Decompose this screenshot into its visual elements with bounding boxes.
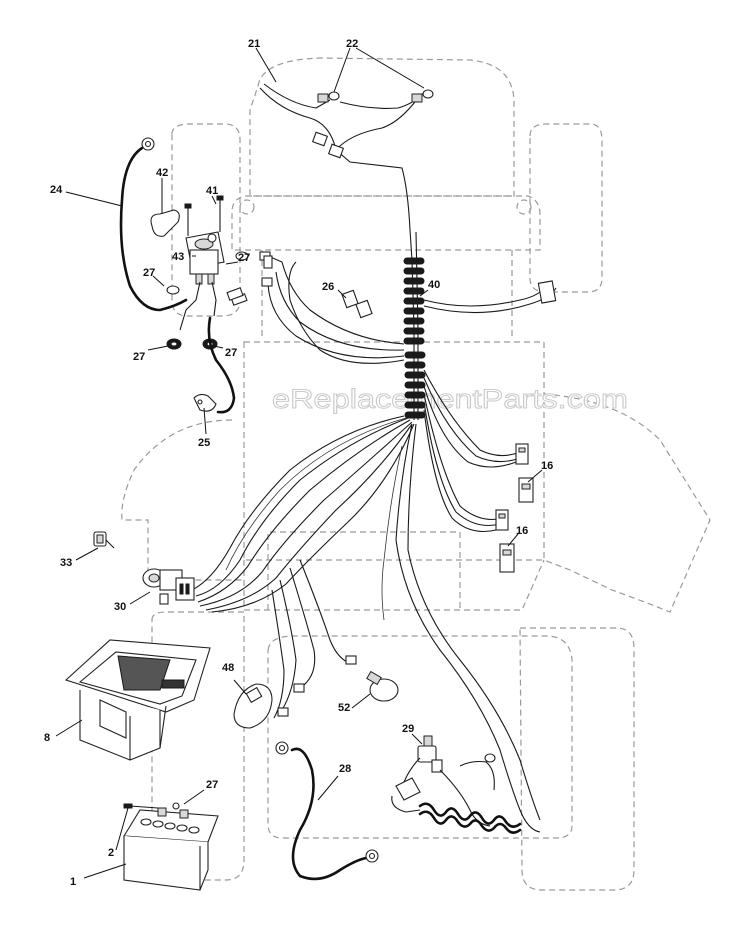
callout-2: 2 [108, 847, 114, 859]
solenoid-boot-42 [150, 209, 180, 237]
callout-27-c: 27 [133, 351, 145, 363]
headlight-bulb-right-lens [422, 89, 434, 99]
callout-27-e: 27 [206, 779, 218, 791]
connector-26 [341, 289, 373, 319]
callout-1: 1 [70, 876, 76, 888]
harness-wrap [403, 257, 426, 419]
headlight-harness [259, 83, 434, 231]
callout-29: 29 [402, 723, 414, 735]
ignition-switch [142, 568, 195, 605]
headlight-bulb-right [411, 93, 423, 103]
callout-27-b: 27 [143, 267, 155, 279]
connector-16-upper [515, 443, 534, 503]
callout-8: 8 [44, 732, 50, 744]
main-harness [191, 229, 557, 833]
headlight-bulb-left-lens [328, 91, 340, 101]
callout-41: 41 [206, 185, 218, 197]
callout-48: 48 [222, 662, 234, 674]
callout-24: 24 [50, 184, 63, 196]
callout-52: 52 [338, 702, 350, 714]
seat-switch-harness [391, 735, 522, 834]
callout-16-upper: 16 [541, 460, 553, 472]
callout-21: 21 [248, 38, 260, 50]
battery [123, 802, 219, 891]
connector-a [345, 655, 357, 665]
cable-25 [193, 316, 236, 414]
callout-42: 42 [156, 167, 168, 179]
callout-28: 28 [339, 763, 351, 775]
connector-b [293, 683, 305, 693]
headlight-connector-a [311, 131, 329, 147]
harness-terminal-b [261, 277, 273, 287]
coiled-cord [418, 802, 522, 834]
callout-26: 26 [322, 281, 334, 293]
callout-27-d: 27 [225, 347, 237, 359]
cable-28 [275, 741, 379, 881]
callout-25: 25 [198, 437, 210, 449]
leader-lines [55, 47, 543, 879]
callout-43: 43 [172, 251, 184, 263]
bulb-52 [366, 670, 399, 702]
cable-24 [119, 137, 188, 312]
headlight-connector-b [327, 143, 345, 159]
connector-c [277, 707, 289, 717]
callout-16-lower: 16 [516, 525, 528, 537]
headlight-bulb-left [317, 93, 329, 103]
switch-48 [233, 683, 273, 729]
battery-box [64, 639, 211, 761]
chassis-outline [121, 57, 711, 891]
callout-27-a: 27 [238, 252, 250, 264]
right-side-connector [537, 280, 557, 304]
callout-30: 30 [114, 601, 126, 613]
callout-33: 33 [60, 557, 72, 569]
key-33 [93, 531, 115, 549]
callout-40: 40 [428, 279, 440, 291]
solenoid-assembly [150, 195, 273, 350]
callouts: 1 2 8 16 16 21 22 24 25 26 27 27 27 27 2… [44, 38, 553, 888]
callout-22: 22 [346, 38, 358, 50]
connector-16-lower [495, 509, 515, 573]
watermark: eReplacementParts.com [272, 384, 628, 414]
